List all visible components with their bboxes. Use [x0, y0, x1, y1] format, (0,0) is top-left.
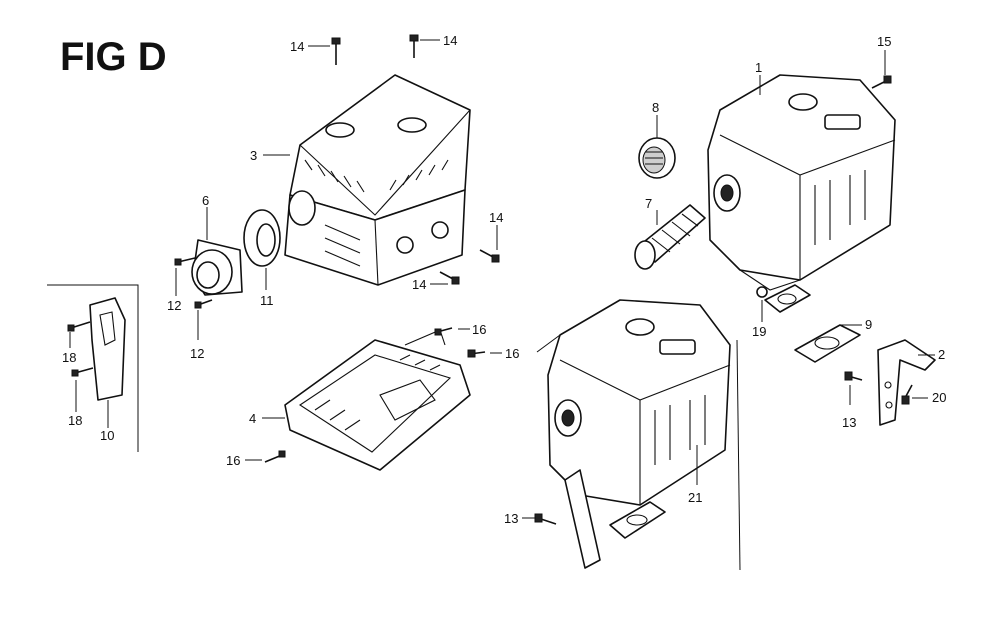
callout-18-lower: 18 [68, 413, 82, 428]
nut-19-part [756, 286, 768, 298]
callout-labels: 14 14 15 1 8 3 6 7 14 12 11 14 19 9 2 18… [62, 33, 946, 526]
callout-4: 4 [249, 411, 256, 426]
exhaust-gasket-part [764, 284, 861, 363]
muffler-part [707, 74, 896, 291]
callout-15: 15 [877, 34, 891, 49]
callout-19: 19 [752, 324, 766, 339]
callout-16-lower: 16 [226, 453, 240, 468]
muffler-bracket-part [877, 339, 936, 426]
callout-12-upper: 12 [167, 298, 181, 313]
callout-13-right: 13 [842, 415, 856, 430]
callout-2: 2 [938, 347, 945, 362]
callout-1: 1 [755, 60, 762, 75]
callout-7: 7 [645, 196, 652, 211]
callout-14-top-left: 14 [290, 39, 304, 54]
callout-12-lower: 12 [190, 346, 204, 361]
callout-8: 8 [652, 100, 659, 115]
callout-16-upper: 16 [472, 322, 486, 337]
muffler-alt-part [547, 299, 731, 569]
protector-part [89, 297, 126, 401]
callout-3: 3 [250, 148, 257, 163]
spark-arrester-cap-part [638, 137, 676, 179]
callout-13-left: 13 [504, 511, 518, 526]
callout-18-upper: 18 [62, 350, 76, 365]
callout-6: 6 [202, 193, 209, 208]
callout-11: 11 [260, 293, 274, 308]
callout-20: 20 [932, 390, 946, 405]
section-divider-right [736, 339, 741, 571]
callout-21: 21 [688, 490, 702, 505]
gasket-ring-part [243, 209, 281, 267]
section-divider-left [47, 284, 139, 452]
callout-14-top: 14 [443, 33, 457, 48]
heat-shield-cap-part [191, 239, 243, 296]
lower-shroud-part [284, 329, 471, 471]
figure-title: FIG D [60, 35, 167, 79]
bolt-hardware [67, 34, 913, 525]
callout-10: 10 [100, 428, 114, 443]
spark-arrester-screen-part [634, 204, 706, 270]
section-divider-right-top [536, 334, 561, 353]
leader-lines [69, 39, 935, 519]
callout-9: 9 [865, 317, 872, 332]
muffler-cover-part [284, 74, 471, 286]
callout-14-right: 14 [489, 210, 503, 225]
callout-16-middle: 16 [505, 346, 519, 361]
callout-14-bottom: 14 [412, 277, 426, 292]
